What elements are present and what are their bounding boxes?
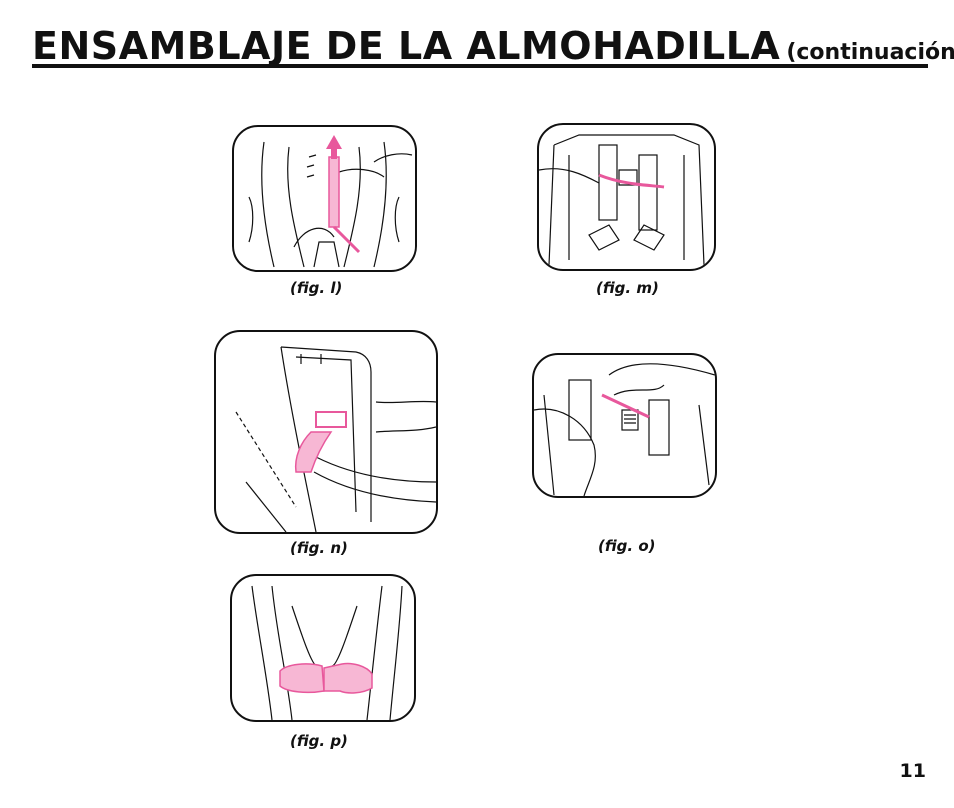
page-number: 11 (899, 760, 926, 782)
figure-l-drawing (248, 135, 413, 268)
figure-n-caption: (fig. n) (290, 539, 348, 557)
figure-n-illustration (214, 330, 438, 534)
figure-p-illustration (230, 574, 416, 722)
title-main: ENSAMBLAJE DE LA ALMOHADILLA (32, 24, 781, 68)
figure-p-caption: (fig. p) (290, 732, 348, 750)
figure-o-caption: (fig. o) (598, 537, 656, 555)
buckle-tongue (294, 411, 347, 473)
figure-o-drawing (534, 363, 715, 496)
figure-o-illustration (532, 353, 717, 498)
figure-l-caption: (fig. l) (290, 279, 343, 297)
figure-n-drawing (235, 346, 436, 532)
title-subtitle: (continuación): (786, 40, 954, 65)
page-title: ENSAMBLAJE DE LA ALMOHADILLA(continuació… (32, 24, 954, 75)
figure-l-illustration (232, 125, 417, 272)
figure-m-drawing (539, 134, 705, 266)
pull-strap (601, 393, 650, 419)
strap-pull (326, 135, 361, 254)
chest-clip (279, 662, 373, 694)
figure-m-caption: (fig. m) (596, 279, 659, 297)
figure-m-illustration (537, 123, 716, 271)
strap-guide (598, 173, 665, 189)
title-underline (32, 64, 928, 68)
figure-p-drawing (251, 585, 403, 720)
